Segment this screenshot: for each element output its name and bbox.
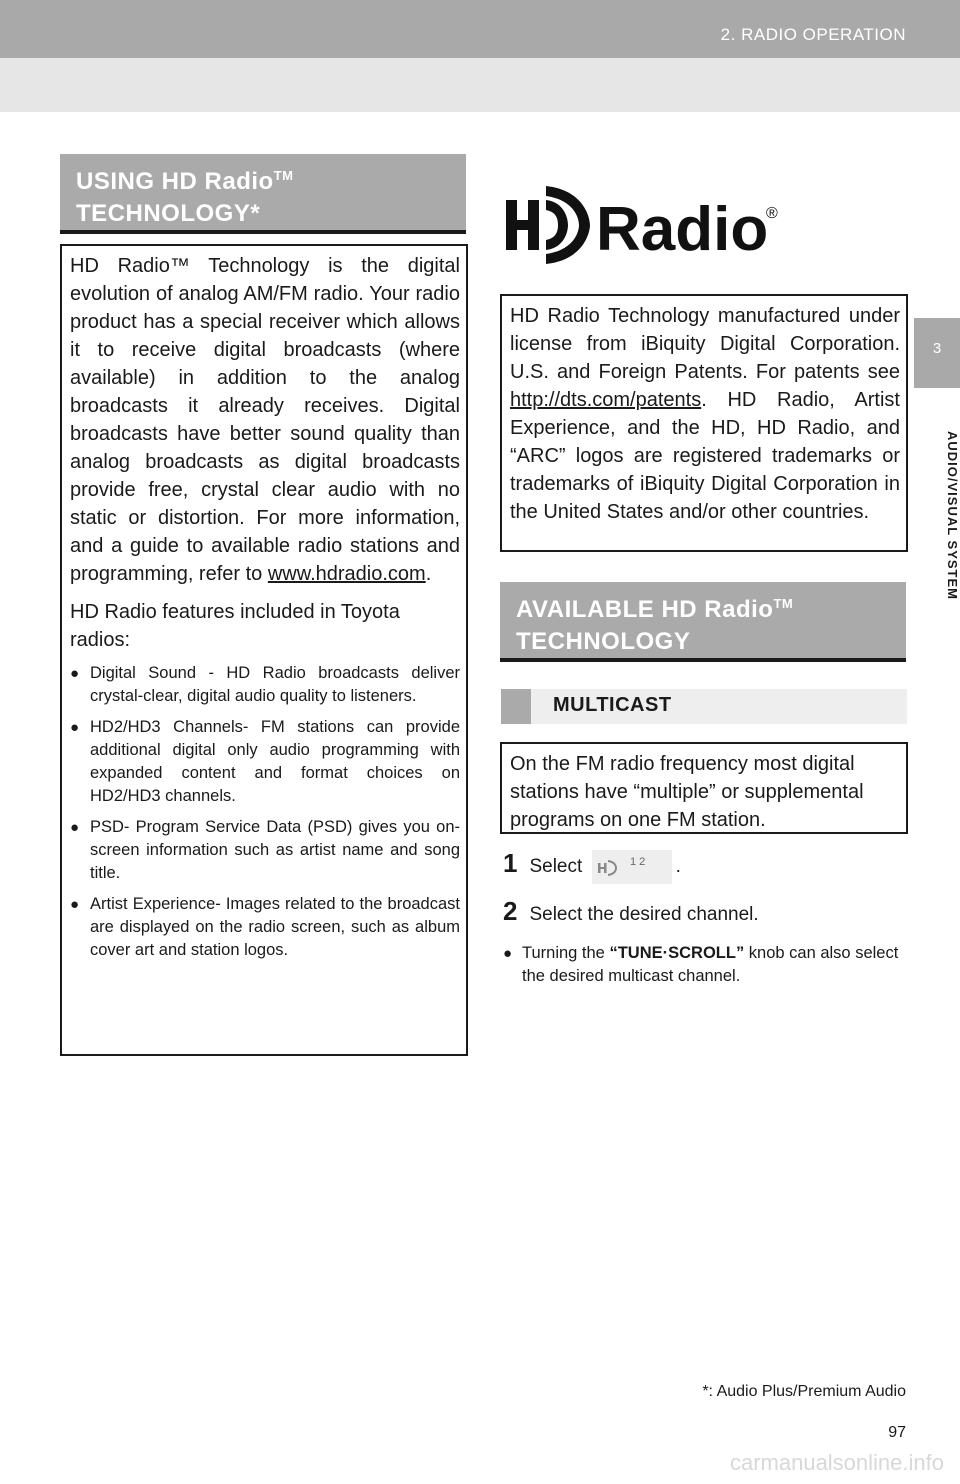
license-box: HD Radio Technology manufactured under l… — [500, 294, 908, 552]
multicast-text: On the FM radio frequency most digital s… — [510, 753, 864, 831]
step-number: 1 — [503, 848, 518, 878]
watermark: carmanualsonline.info — [729, 1450, 944, 1475]
knob-name: “TUNE·SCROLL” — [609, 944, 745, 962]
channel-numbers: 1 2 — [630, 856, 645, 868]
step-number: 2 — [503, 896, 518, 926]
feature-item: HD2/HD3 Channels- FM stations can provid… — [70, 716, 460, 808]
hd-radio-logo: Radio ® — [506, 186, 778, 264]
chapter-label: AUDIO/VISUAL SYSTEM — [945, 431, 960, 601]
tm-mark: TM — [773, 596, 794, 611]
patents-link[interactable]: http://dts.com/patents — [510, 389, 702, 411]
hd-radio-info-box: HD Radio™ Technology is the digital evol… — [60, 244, 468, 1056]
footnote: *: Audio Plus/Premium Audio — [702, 1383, 906, 1400]
heading-line2: TECHNOLOGY — [516, 628, 691, 655]
step-text: Select — [529, 856, 583, 877]
using-hd-radio-heading: USING HD RadioTM TECHNOLOGY* — [60, 154, 466, 234]
section-title: 2. RADIO OPERATION — [720, 25, 906, 44]
heading-line1: AVAILABLE HD Radio — [516, 596, 774, 623]
hd-logo-mark — [506, 186, 590, 264]
subheading-text: MULTICAST — [553, 694, 672, 716]
features-title: HD Radio features included in Toyota rad… — [70, 601, 400, 651]
heading-line2: TECHNOLOGY* — [76, 200, 261, 227]
feature-item: PSD- Program Service Data (PSD) gives yo… — [70, 816, 460, 885]
step-text: Select the desired channel. — [529, 904, 759, 925]
chapter-number: 3 — [932, 340, 942, 357]
multicast-box: On the FM radio frequency most digital s… — [500, 742, 908, 834]
available-hd-radio-heading: AVAILABLE HD RadioTM TECHNOLOGY — [500, 582, 906, 662]
logo-registered-mark: ® — [766, 205, 778, 222]
step-2: 2 Select the desired channel. — [503, 896, 759, 927]
header-bar — [0, 0, 960, 58]
feature-item: Digital Sound - HD Radio broadcasts deli… — [70, 662, 460, 708]
tm-mark: TM — [273, 168, 294, 183]
hdradio-link[interactable]: www.hdradio.com — [267, 563, 426, 585]
page-number: 97 — [888, 1424, 906, 1441]
subheading-marker — [501, 689, 531, 724]
hd-multicast-button[interactable]: 1 2 — [591, 849, 672, 884]
license-text: HD Radio Technology manufactured under l… — [510, 305, 900, 523]
logo-wordmark: Radio — [596, 195, 768, 264]
hd-icon: 1 2 — [597, 856, 645, 876]
heading-line1: USING HD Radio — [76, 168, 274, 195]
intro-paragraph: HD Radio™ Technology is the digital evol… — [70, 255, 460, 585]
tune-scroll-note: Turning the “TUNE·SCROLL” knob can also … — [503, 942, 907, 988]
chapter-tab — [914, 318, 960, 388]
feature-item: Artist Experience- Images related to the… — [70, 893, 460, 962]
multicast-subheading: MULTICAST — [501, 689, 907, 724]
